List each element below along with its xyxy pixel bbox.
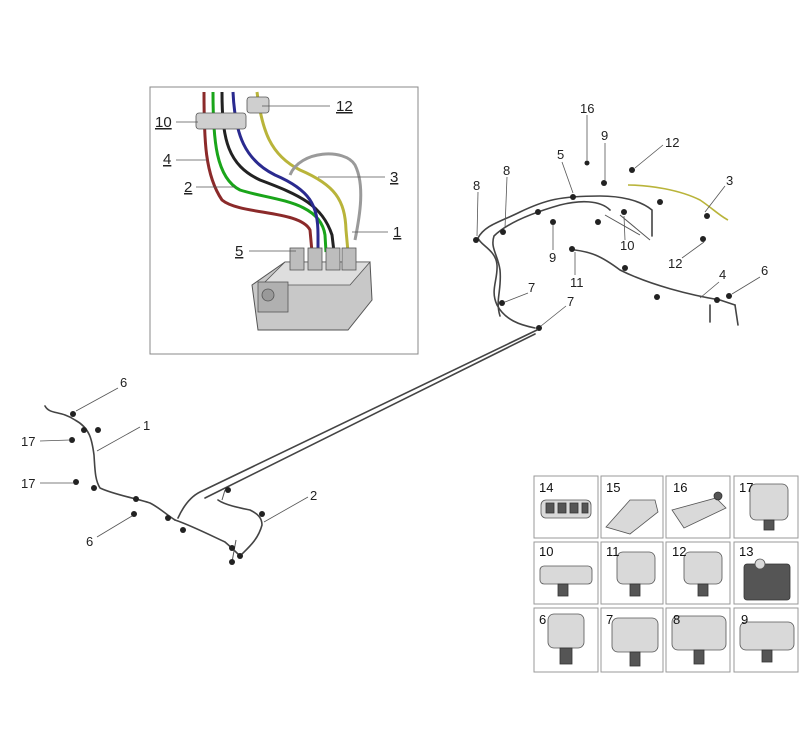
callout-6: 6	[761, 263, 768, 278]
parts-cell-16: 16	[665, 475, 731, 539]
callout-rear-6-top: 6	[120, 375, 127, 390]
callout-rear-1: 1	[143, 418, 150, 433]
front-pipe-ends	[709, 304, 739, 326]
parts-cell-17: 17	[733, 475, 799, 539]
parts-cell-8-label: 8	[673, 612, 680, 627]
parts-cell-10-label: 10	[539, 544, 553, 559]
rear-pipe-stubs	[221, 489, 237, 563]
callout-12-top: 12	[665, 135, 679, 150]
inset-line-black	[220, 91, 336, 253]
parts-cell-11-label: 11	[606, 544, 620, 559]
parts-grid: 14 15 16 17 10 1	[533, 475, 799, 673]
rear-brake-line-assembly: 6 1 17 17 6 2	[21, 329, 538, 565]
parts-cell-17-label: 17	[739, 480, 753, 495]
callout-9-bottom: 9	[549, 250, 556, 265]
callout-8-left: 8	[473, 178, 480, 193]
inset-callout-2: 2	[184, 179, 192, 196]
inset-callout-3: 3	[390, 169, 398, 186]
front-pipe-secondary	[492, 200, 611, 317]
parts-cell-9-label: 9	[741, 612, 748, 627]
front-pipe-yellow	[627, 184, 729, 221]
front-pipe-right	[574, 249, 736, 306]
parts-cell-14: 14	[533, 475, 599, 539]
callout-rear-17-bottom: 17	[21, 476, 35, 491]
callout-16: 16	[580, 101, 594, 116]
parts-cell-13: 13	[733, 541, 799, 605]
long-pipe-lower	[204, 333, 536, 499]
parts-cell-7: 7	[600, 607, 664, 673]
parts-cell-7-label: 7	[606, 612, 613, 627]
callout-7-lower: 7	[567, 294, 574, 309]
callout-rear-2: 2	[310, 488, 317, 503]
front-pipe-main	[477, 195, 653, 329]
rear-pipe-bottom	[174, 519, 241, 557]
inset-line-grey	[288, 152, 363, 241]
callout-9-top: 9	[601, 128, 608, 143]
parts-cell-9: 9	[733, 607, 799, 673]
callout-7-upper: 7	[528, 280, 535, 295]
front-pipe-branch	[604, 214, 651, 241]
callout-3: 3	[726, 173, 733, 188]
inset-line-yellow	[255, 91, 350, 253]
abs-module	[251, 247, 373, 331]
long-pipe-upper	[177, 329, 538, 519]
inset-callout-5: 5	[235, 243, 243, 260]
parts-cell-16-label: 16	[673, 480, 687, 495]
parts-cell-6-label: 6	[539, 612, 546, 627]
parts-cell-15: 15	[600, 475, 664, 539]
parts-cell-14-label: 14	[539, 480, 553, 495]
rear-pipe-left	[44, 405, 176, 521]
front-brake-line-assembly: 16 9 12 8 8 5 3 9 10 11 12 4 6 7 7	[473, 101, 768, 331]
callout-11: 11	[570, 275, 584, 290]
inset-callout-12: 12	[336, 98, 353, 115]
parts-cell-11: 11	[600, 541, 664, 605]
callout-rear-17-top: 17	[21, 434, 35, 449]
parts-cell-10: 10	[533, 541, 599, 605]
inset-clip-10	[195, 112, 247, 130]
callout-rear-6-bottom: 6	[86, 534, 93, 549]
inset-line-red	[202, 91, 314, 253]
callout-5: 5	[557, 147, 564, 162]
parts-cell-13-label: 13	[739, 544, 753, 559]
parts-cell-8: 8	[665, 607, 731, 673]
inset-callout-10: 10	[155, 114, 172, 131]
inset-clip-12	[246, 96, 270, 114]
callout-12-bottom: 12	[668, 256, 682, 271]
inset-callout-1: 1	[393, 224, 401, 241]
parts-cell-6: 6	[533, 607, 599, 673]
inset-panel: 12 10 4 3 2 1 5	[149, 86, 419, 355]
parts-cell-12-label: 12	[672, 544, 686, 559]
callout-4: 4	[719, 267, 726, 282]
parts-cell-12: 12	[665, 541, 731, 605]
rear-pipe-right	[217, 499, 263, 557]
callout-10: 10	[620, 238, 634, 253]
parts-cell-15-label: 15	[606, 480, 620, 495]
callout-8-right: 8	[503, 163, 510, 178]
inset-callout-4: 4	[163, 151, 171, 168]
